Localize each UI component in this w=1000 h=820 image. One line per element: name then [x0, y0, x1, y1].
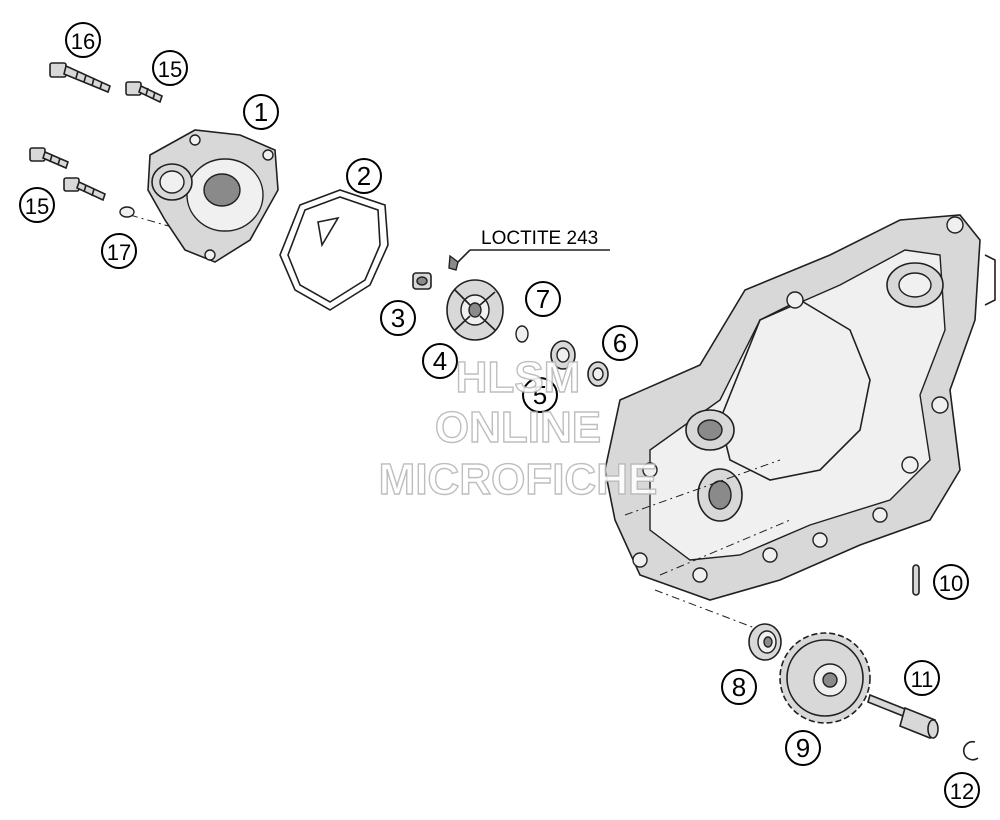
bolt-15-upper	[125, 81, 163, 104]
callout-5: 5	[522, 377, 558, 413]
svg-text:9: 9	[796, 733, 810, 763]
seal-7	[515, 325, 529, 343]
pump-shaft-11	[867, 693, 939, 740]
gasket-2	[279, 189, 389, 311]
svg-text:16: 16	[71, 29, 95, 54]
svg-text:5: 5	[533, 380, 547, 410]
svg-text:8: 8	[732, 672, 746, 702]
water-pump-cover-1	[147, 129, 279, 263]
ring-6	[587, 361, 609, 387]
bolt-15-left	[29, 147, 69, 170]
callout-6: 6	[602, 325, 638, 361]
callout-9: 9	[785, 730, 821, 766]
bearing-8	[748, 623, 782, 661]
nut-3	[412, 272, 432, 290]
callout-17: 17	[101, 233, 137, 269]
svg-text:12: 12	[950, 779, 974, 804]
svg-text:3: 3	[391, 303, 405, 333]
loctite-label: LOCTITE 243	[481, 228, 598, 249]
callout-10: 10	[933, 564, 969, 600]
washer-17	[119, 206, 135, 218]
svg-text:1: 1	[254, 97, 268, 127]
watermark-line3: MICROFICHE	[379, 455, 658, 504]
watermark-line2: ONLINE	[435, 403, 601, 452]
svg-text:4: 4	[433, 346, 447, 376]
svg-text:15: 15	[158, 57, 182, 82]
svg-text:7: 7	[536, 284, 550, 314]
callout-3: 3	[380, 300, 416, 336]
loctite-note: LOCTITE 243	[448, 228, 610, 271]
bolt-15-lower	[63, 177, 106, 202]
gear-9	[779, 632, 871, 724]
svg-text:15: 15	[25, 194, 49, 219]
watermark-line1: HLSM	[456, 353, 581, 402]
callout-2: 2	[346, 158, 382, 194]
callout-11: 11	[904, 660, 940, 696]
callout-12: 12	[944, 772, 980, 808]
callout-16: 16	[65, 22, 101, 58]
bolt-16	[49, 62, 111, 94]
callout-15-left: 15	[19, 187, 55, 223]
circlip-12	[962, 740, 979, 761]
callout-8: 8	[721, 669, 757, 705]
svg-text:2: 2	[357, 161, 371, 191]
watermark: HLSM ONLINE MICROFICHE	[378, 352, 658, 504]
callout-4: 4	[422, 343, 458, 379]
pin-10	[912, 564, 920, 596]
svg-text:11: 11	[911, 667, 934, 692]
svg-text:10: 10	[939, 571, 963, 596]
shaft-seal-5	[550, 340, 576, 370]
callout-7: 7	[525, 281, 561, 317]
clutch-cover	[604, 214, 996, 601]
callout-15-upper: 15	[152, 50, 188, 86]
svg-text:17: 17	[107, 240, 131, 265]
svg-text:6: 6	[613, 328, 627, 358]
impeller-4	[446, 279, 504, 341]
callout-1: 1	[243, 94, 279, 130]
